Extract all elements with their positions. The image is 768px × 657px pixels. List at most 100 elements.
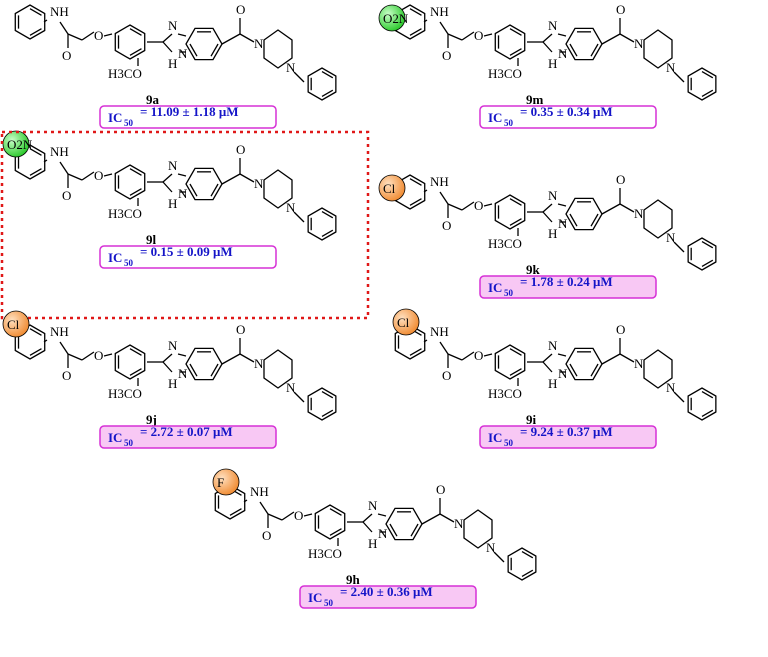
bond <box>557 33 567 37</box>
bond <box>619 353 635 363</box>
piperazine-n4-label: N <box>286 60 296 75</box>
ic50-subscript: 50 <box>124 118 134 128</box>
bond <box>321 229 334 238</box>
ic50-subscript: 50 <box>504 438 514 448</box>
bond <box>314 504 346 540</box>
nh-label: NH <box>430 4 449 19</box>
ic50-subscript: 50 <box>324 598 334 608</box>
bond <box>210 183 219 197</box>
bond <box>542 211 553 223</box>
bond <box>114 344 146 380</box>
amide-o-label: O <box>616 172 625 187</box>
bond <box>565 347 603 381</box>
bond <box>129 28 142 36</box>
ic50-value: = 0.35 ± 0.34 μM <box>520 104 613 119</box>
methoxy-label: H3CO <box>488 236 522 251</box>
bond <box>394 324 426 360</box>
piperazine-n1-label: N <box>634 36 644 51</box>
bond <box>409 8 422 16</box>
bond <box>423 19 428 23</box>
compound-id: 9l <box>146 232 157 247</box>
amide-o-label: O <box>236 2 245 17</box>
bond <box>321 390 334 399</box>
bond <box>461 351 475 361</box>
compound-id: 9h <box>346 572 361 587</box>
substituent-label: O2N <box>383 11 409 26</box>
bond <box>189 43 198 57</box>
imidazole-n-label: N <box>168 338 178 353</box>
ic50-subscript: 50 <box>124 438 134 448</box>
bond <box>385 507 423 541</box>
bond <box>81 351 95 361</box>
bond <box>321 409 334 418</box>
bond <box>619 203 635 213</box>
bond <box>643 29 673 69</box>
bond <box>103 173 113 177</box>
bond <box>293 71 305 83</box>
bond <box>243 499 248 503</box>
bond <box>263 29 293 69</box>
bond <box>129 368 142 376</box>
substituent-label: Cl <box>397 315 410 330</box>
piperazine-n4-label: N <box>666 60 676 75</box>
bond <box>307 67 337 101</box>
imidazole-n-label: N <box>548 338 558 353</box>
bond <box>701 390 714 399</box>
carbonyl-o-label: O <box>442 368 451 383</box>
bond <box>362 521 373 533</box>
nh-label: NH <box>50 144 69 159</box>
bond <box>210 363 219 377</box>
bond <box>59 21 69 35</box>
imidazole-h-label: H <box>548 226 557 241</box>
nh-label: NH <box>430 174 449 189</box>
imidazole-nh-label: N <box>178 366 188 381</box>
bond <box>210 43 219 57</box>
piperazine-n1-label: N <box>454 516 464 531</box>
imidazole-n-label: N <box>368 498 378 513</box>
bond <box>557 203 567 207</box>
bond <box>509 48 522 56</box>
bond <box>447 203 463 211</box>
bond <box>673 241 685 253</box>
bond <box>701 70 714 79</box>
bond <box>221 33 241 45</box>
piperazine-n4-label: N <box>286 380 296 395</box>
ether-o-label: O <box>94 28 103 43</box>
bond <box>542 353 553 363</box>
best-compound-highlight <box>0 130 370 320</box>
ether-o-label: O <box>474 198 483 213</box>
bond <box>114 164 146 200</box>
bond <box>29 28 42 36</box>
bond <box>185 347 223 381</box>
bond <box>409 178 422 186</box>
piperazine-n1-label: N <box>634 206 644 221</box>
halogen-group-highlight <box>392 308 420 336</box>
piperazine-n1-label: N <box>254 36 264 51</box>
bond <box>162 173 173 183</box>
bond <box>389 523 398 537</box>
ic50-label: IC <box>488 280 502 295</box>
piperazine-n4-label: N <box>486 540 496 555</box>
bond <box>447 353 463 361</box>
bond <box>601 33 621 45</box>
ic50-box <box>99 245 277 269</box>
bond <box>162 41 173 53</box>
ic50-label: IC <box>488 110 502 125</box>
carbonyl-o-label: O <box>62 368 71 383</box>
halogen-group-highlight <box>212 468 240 496</box>
compound-id: 9j <box>146 412 157 427</box>
bond <box>461 201 475 211</box>
nh-label: NH <box>430 324 449 339</box>
imidazole-n-label: N <box>548 18 558 33</box>
amide-o-label: O <box>236 142 245 157</box>
bond <box>483 33 493 37</box>
carbonyl-o-label: O <box>442 48 451 63</box>
bond <box>29 168 42 176</box>
bond <box>409 28 422 36</box>
bond <box>643 199 673 239</box>
imidazole-nh-label: N <box>558 46 568 61</box>
